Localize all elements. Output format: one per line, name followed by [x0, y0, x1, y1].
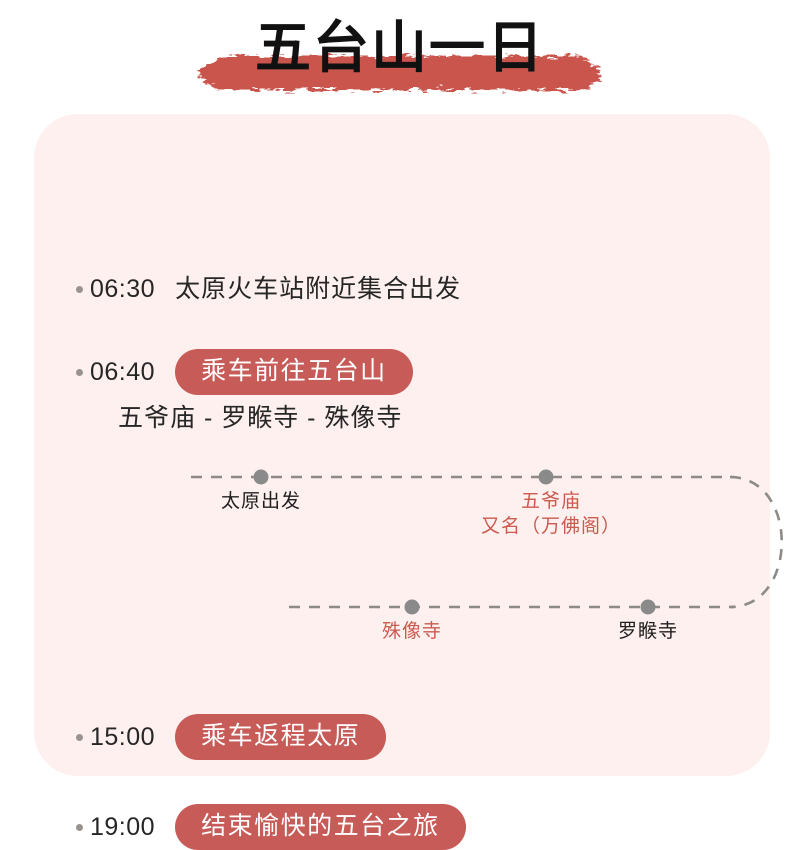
page-title: 五台山一日 [255, 16, 545, 81]
bullet-dot-icon [76, 733, 83, 741]
route-stop-name: 五爷庙 [520, 491, 582, 512]
entry-pill-badge: 乘车前往五台山 [175, 349, 413, 395]
route-stop-name: 太原出发 [220, 491, 302, 512]
route-diagram: 太原出发 五爷庙 又名（万佛阁） 殊像寺 罗睺寺 [174, 454, 794, 664]
entry-pill-badge: 乘车返程太原 [175, 714, 387, 760]
route-line-uturn [729, 475, 783, 609]
time-label: 19:00 [90, 813, 156, 841]
route-stop-label-luohousi: 罗睺寺 [618, 619, 678, 644]
timeline-row: 19:00 结束愉快的五台之旅 [76, 804, 466, 850]
route-stop-subname: 又名（万佛阁） [480, 516, 622, 537]
time-label: 06:40 [90, 358, 156, 386]
time-label: 06:30 [90, 275, 156, 303]
itinerary-card: 06:30 太原火车站附近集合出发 06:40 乘车前往五台山 五爷庙 - 罗睺… [34, 114, 783, 850]
route-path-svg [191, 469, 783, 615]
entry-pill-badge: 结束愉快的五台之旅 [175, 804, 466, 850]
route-stop-label-wuyemiao: 五爷庙 又名（万佛阁） [481, 489, 621, 539]
route-stop-name: 罗睺寺 [617, 621, 679, 642]
title-block: 五台山一日 [0, 8, 800, 100]
route-stop-dot [538, 469, 554, 485]
route-stop-label-shuxiangsi: 殊像寺 [382, 619, 442, 644]
route-stop-dot [253, 469, 269, 485]
route-stop-name: 殊像寺 [381, 621, 443, 642]
route-stop-dot [404, 599, 420, 615]
timeline-row: 06:40 乘车前往五台山 [76, 349, 413, 395]
timeline-row: 06:30 太原火车站附近集合出发 [76, 274, 461, 304]
bullet-dot-icon [76, 285, 83, 293]
bullet-dot-icon [76, 823, 83, 831]
route-stop-dot [640, 599, 656, 615]
red-brush-stroke [197, 56, 602, 90]
bullet-dot-icon [76, 368, 83, 376]
route-stop-label-taiyuan: 太原出发 [221, 489, 301, 514]
entry-text: 太原火车站附近集合出发 [175, 275, 462, 303]
temple-sequence-text: 五爷庙 - 罗睺寺 - 殊像寺 [118, 404, 403, 432]
time-label: 15:00 [90, 723, 156, 751]
timeline-row: 15:00 乘车返程太原 [76, 714, 387, 760]
